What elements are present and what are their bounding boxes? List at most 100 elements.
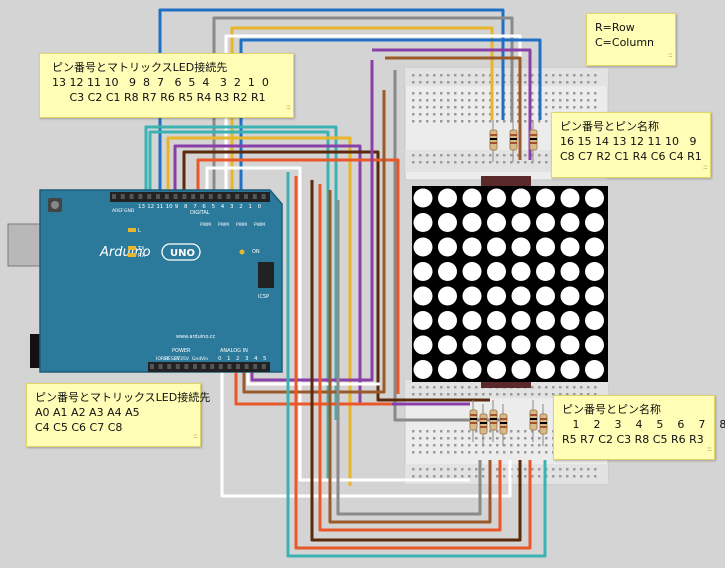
website-label: www.arduino.cc <box>176 334 216 340</box>
matrix-led-dot <box>487 360 506 379</box>
wire-orange-2 <box>234 372 392 406</box>
matrix-led-dot <box>413 311 433 330</box>
matrix-led-dot <box>511 262 531 281</box>
note-fold-icon: ::: <box>192 432 198 440</box>
matrix-led-dot <box>585 213 604 232</box>
matrix-led-dot <box>462 311 482 330</box>
matrix-led-dot <box>462 213 482 232</box>
wire-blue-2 <box>239 38 542 200</box>
matrix-led-dot <box>511 311 531 330</box>
matrix-led-dot <box>487 286 506 306</box>
top-pins-names: C8 C7 R2 C1 R4 C6 C4 R1 <box>560 150 702 163</box>
matrix-led-dot <box>487 237 506 257</box>
arduino-brand: Arduino <box>99 245 151 260</box>
wire-orange-3 <box>294 176 532 550</box>
digital-header <box>110 192 270 202</box>
icsp-header <box>258 262 274 288</box>
uno-badge: UNO <box>161 243 201 261</box>
matrix-led-dot <box>413 360 433 379</box>
power-pin-label: Gnd <box>192 356 201 362</box>
matrix-led-dot <box>585 286 604 306</box>
analog-pin-label: 1 <box>227 356 231 362</box>
matrix-led-dot <box>511 213 531 232</box>
matrix-led-dot <box>511 188 531 208</box>
digital-pins-targets: C3 C2 C1 R8 R7 R6 R5 R4 R3 R2 R1 <box>52 91 266 104</box>
matrix-led-dot <box>585 262 604 281</box>
note-fold-icon: ::: <box>706 445 712 453</box>
power-label: POWER <box>172 348 191 354</box>
digital-pin-label: 13 <box>138 204 145 210</box>
wire-white-4 <box>246 372 380 386</box>
matrix-led-dot <box>462 237 482 257</box>
wire-white-2 <box>205 166 470 482</box>
bottom-pins-names: R5 R7 C2 C3 R8 C5 R6 R3 <box>562 433 704 446</box>
wire-yellow-2 <box>166 136 352 486</box>
matrix-led-dot <box>560 262 580 281</box>
wire-teal-3 <box>286 172 547 558</box>
analog-pin-label: 4 <box>254 356 258 362</box>
rx-label: RX <box>138 253 145 259</box>
matrix-led-dot <box>536 237 555 257</box>
matrix-led-dot <box>413 286 433 306</box>
wire-orange-4 <box>318 184 502 532</box>
power-pin-label: IOREF <box>156 356 170 362</box>
digital-pin-label: 9 <box>175 204 179 210</box>
matrix-led-dot <box>487 335 506 355</box>
digital-pin-label: 6 <box>202 204 206 210</box>
matrix-led-dot <box>560 237 580 257</box>
on-led <box>239 249 245 255</box>
matrix-led-dot <box>413 262 433 281</box>
l-led <box>128 228 136 232</box>
matrix-led-dot <box>585 237 604 257</box>
matrix-led-dot <box>536 262 555 281</box>
matrix-led-dot <box>487 188 506 208</box>
legend-column: C=Column <box>595 36 655 49</box>
matrix-led-dot <box>585 360 604 379</box>
wire-gray-2 <box>393 70 500 422</box>
analog-label: ANALOG IN <box>220 348 248 354</box>
matrix-led-dot <box>536 335 555 355</box>
matrix-led-dot <box>536 213 555 232</box>
matrix-led-dot <box>438 311 457 330</box>
gnd-label: GND <box>124 208 135 214</box>
analog-header <box>148 362 270 372</box>
matrix-led-dot <box>560 286 580 306</box>
note-fold-icon: ::: <box>702 163 708 171</box>
analog-pins-targets: C4 C5 C6 C7 C8 <box>35 421 123 434</box>
matrix-led-dot <box>560 188 580 208</box>
analog-pin-label: 5 <box>263 356 267 362</box>
digital-pin-label: 0 <box>258 204 262 210</box>
wire-brown-top <box>385 56 522 160</box>
digital-pin-label: 7 <box>193 204 197 210</box>
matrix-led-dot <box>536 311 555 330</box>
analog-pins-note: ピン番号とマトリックスLED接続先 A0 A1 A2 A3 A4 A5 C4 C… <box>26 383 211 447</box>
matrix-led-dot <box>560 311 580 330</box>
power-pin-label: 3V3 <box>174 356 183 362</box>
matrix-led-dot <box>413 188 433 208</box>
aref-label: AREF <box>112 208 124 214</box>
on-label: ON <box>252 249 260 255</box>
wire-purple-1 <box>372 48 532 160</box>
bottom-pins-note: ピン番号とピン名称 1 2 3 4 5 6 7 8 R5 R7 C2 C3 R8… <box>553 395 725 460</box>
rx-led <box>128 253 136 257</box>
digital-pin-label: 3 <box>230 204 234 210</box>
digital-pin-label: 12 <box>147 204 154 210</box>
legend-note: R=Row C=Column ::: <box>586 13 676 66</box>
matrix-led-dot <box>511 335 531 355</box>
matrix-led-dot <box>438 360 457 379</box>
analog-pin-label: 2 <box>236 356 240 362</box>
l-label: L <box>138 228 141 234</box>
tx-led <box>128 246 136 250</box>
wire-teal-1 <box>144 125 338 420</box>
digital-pin-label: 4 <box>221 204 225 210</box>
analog-pins-title: ピン番号とマトリックスLED接続先 <box>35 391 211 404</box>
matrix-led-dot <box>438 262 457 281</box>
matrix-led-dot <box>462 360 482 379</box>
matrix-led-dot <box>438 213 457 232</box>
wire-teal-2 <box>148 130 330 480</box>
digital-pin-label: 8 <box>184 204 188 210</box>
digital-pin-label: 10 <box>166 204 173 210</box>
matrix-led-dot <box>413 213 433 232</box>
matrix-led-dot <box>462 335 482 355</box>
matrix-led-dot <box>487 213 506 232</box>
